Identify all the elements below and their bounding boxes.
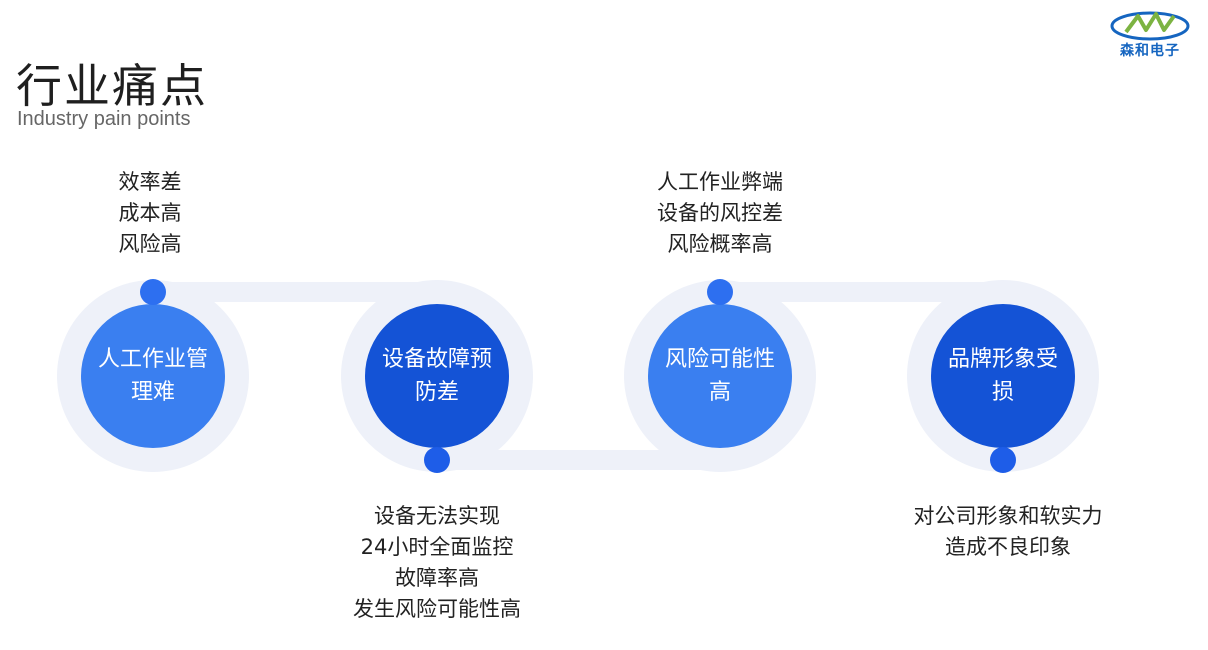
step-2-notes: 设备无法实现 24小时全面监控 故障率高 发生风险可能性高 [317, 501, 557, 625]
step-3-note-1: 人工作业弊端 [657, 170, 783, 194]
step-1-note-3: 风险高 [118, 232, 182, 256]
company-logo [1110, 11, 1190, 41]
step-1-notes: 效率差 成本高 风险高 [50, 167, 250, 260]
step-4-label: 品牌形象受损 [947, 347, 1058, 405]
step-2-dot [424, 447, 450, 473]
step-3-circle[interactable]: 风险可能性高 [648, 304, 792, 448]
step-2-note-1: 设备无法实现 [374, 504, 500, 528]
step-1-note-1: 效率差 [118, 170, 182, 194]
step-2-label: 设备故障预防差 [381, 347, 492, 405]
page-subtitle: Industry pain points [17, 108, 191, 130]
step-4-notes: 对公司形象和软实力 造成不良印象 [888, 501, 1128, 563]
step-3-dot [707, 279, 733, 305]
step-1-label: 人工作业管理难 [97, 347, 208, 405]
step-2-note-2: 24小时全面监控 [360, 535, 514, 559]
step-1-dot [140, 279, 166, 305]
step-4-note-1: 对公司形象和软实力 [913, 504, 1103, 528]
step-3-label: 风险可能性高 [664, 347, 775, 405]
step-3-note-2: 设备的风控差 [657, 201, 783, 225]
step-4-dot [990, 447, 1016, 473]
step-3-note-3: 风险概率高 [667, 232, 773, 256]
step-4-circle[interactable]: 品牌形象受损 [931, 304, 1075, 448]
step-2-note-4: 发生风险可能性高 [353, 597, 521, 621]
step-1-note-2: 成本高 [118, 201, 182, 225]
page-title: 行业痛点 [16, 59, 208, 113]
logo-text: 森和电子 [1120, 43, 1180, 59]
step-1-circle[interactable]: 人工作业管理难 [81, 304, 225, 448]
step-3-notes: 人工作业弊端 设备的风控差 风险概率高 [600, 167, 840, 260]
step-2-note-3: 故障率高 [395, 566, 479, 590]
step-4-note-2: 造成不良印象 [945, 535, 1071, 559]
step-2-circle[interactable]: 设备故障预防差 [365, 304, 509, 448]
